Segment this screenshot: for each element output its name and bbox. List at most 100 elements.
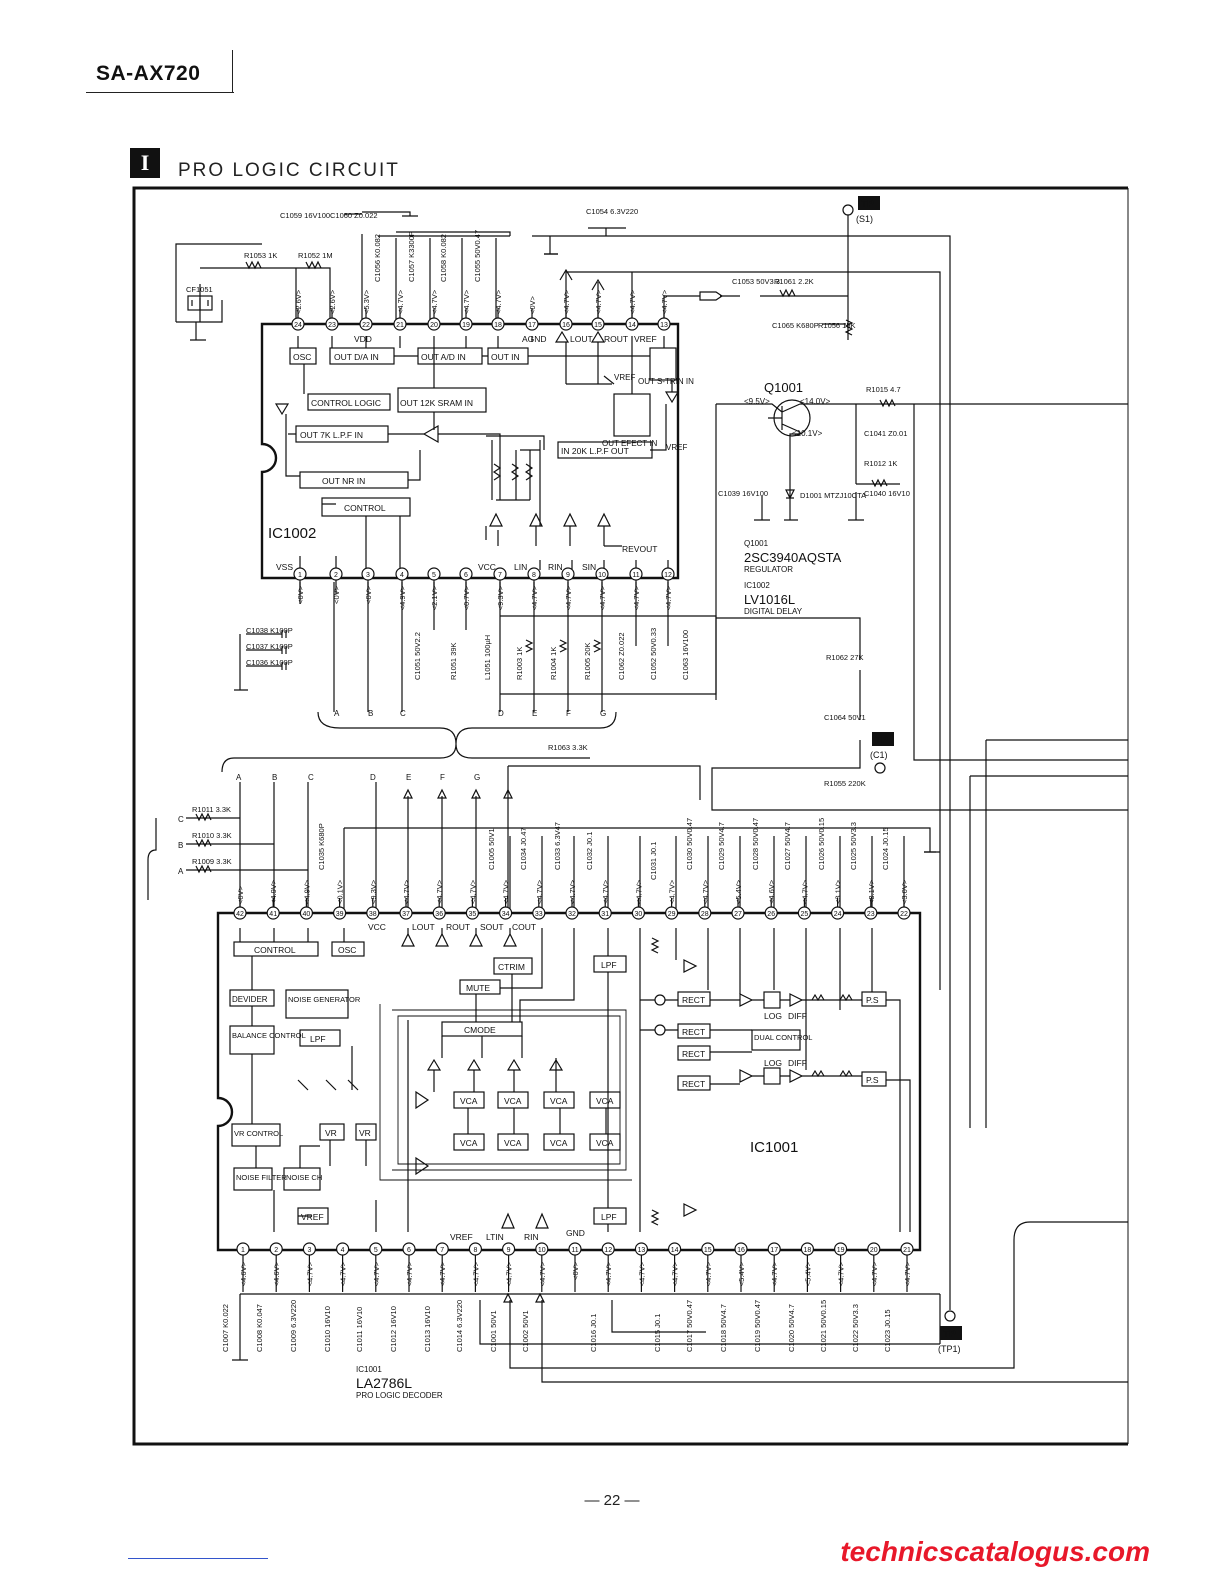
ic1002-bottom-pin-number-8: 8 bbox=[532, 572, 536, 579]
label-c1012: C1012 16V10 bbox=[389, 1306, 398, 1352]
label-c1062: C1062 Z0.022 bbox=[617, 632, 626, 680]
label-r1010: R1010 3.3K bbox=[192, 831, 232, 840]
label-c1017: C1017 50V0.47 bbox=[685, 1300, 694, 1352]
diff-label-2: DIFF bbox=[788, 1058, 807, 1068]
label-c1024: C1024 J0.15 bbox=[881, 827, 890, 870]
ic1002-top-pin-voltage-21: <4.7V> bbox=[396, 289, 405, 314]
ic1001-top-pin-voltage-29: <4.7V> bbox=[668, 879, 677, 904]
vca-label-5: VCA bbox=[460, 1138, 478, 1148]
label-c1007: C1007 K0.022 bbox=[221, 1304, 230, 1352]
rect-label-3: RECT bbox=[682, 1049, 705, 1059]
ic1002-cap-bank-wiring bbox=[378, 231, 511, 322]
ic1002-sram-block bbox=[397, 387, 487, 413]
ic1001-top-pin-number-37: 37 bbox=[402, 911, 410, 918]
ic1001-top-pin-number-42: 42 bbox=[236, 911, 244, 918]
ic1001-vcc-label: VCC bbox=[368, 922, 386, 932]
ic1002-top-pin-number-23: 23 bbox=[328, 322, 336, 329]
ic1002-bottom-pin-7 bbox=[493, 567, 507, 581]
ic1001-top-pin-voltage-22: <3.0V> bbox=[900, 879, 909, 904]
ic1002-ref: IC1002 bbox=[268, 525, 316, 542]
ic1001-top-pin-39 bbox=[333, 906, 347, 920]
ic1002-bottom-pin-number-3: 3 bbox=[366, 572, 370, 579]
ic1001-bottom-pin-voltage-12: <4.7V> bbox=[604, 1261, 613, 1286]
label-c1005: C1005 50V1 bbox=[487, 828, 496, 870]
ic1001-bottom-pin-voltage-16: <5.4V> bbox=[737, 1261, 746, 1286]
label-c1051: C1051 50V2.2 bbox=[413, 632, 422, 680]
ic1001-top-pin-voltage-31: <4.7V> bbox=[601, 879, 610, 904]
ic1001-bottom-pin-number-20: 20 bbox=[870, 1247, 878, 1254]
label-c1015: C1015 J0.1 bbox=[653, 1314, 662, 1352]
label-c1011: C1011 16V10 bbox=[355, 1307, 364, 1352]
ic1002-top-pin-voltage-23: <2.6V> bbox=[328, 289, 337, 314]
log-label-1: LOG bbox=[764, 1011, 782, 1021]
ic1001-bottom-pin-number-7: 7 bbox=[440, 1247, 444, 1254]
ic1002-bottom-wiring bbox=[239, 582, 1128, 811]
ic1001-rin-label: RIN bbox=[524, 1232, 539, 1242]
label-r1009: R1009 3.3K bbox=[192, 857, 232, 866]
ic1001-top-pin-number-36: 36 bbox=[435, 911, 443, 918]
ic1001-mute-block bbox=[459, 979, 501, 995]
tp-tp1 bbox=[944, 1310, 956, 1322]
ic1002-top-pin-22 bbox=[359, 317, 373, 331]
ic1001-bottom-pin-18 bbox=[800, 1242, 815, 1256]
ic1002-bottom-pin-voltage-6: <0.7V> bbox=[462, 585, 471, 610]
bus-link bbox=[221, 743, 590, 773]
r1009-r1011-inputs bbox=[147, 812, 308, 900]
ic1001-bottom-pin-13 bbox=[634, 1242, 649, 1256]
arrow-pin-9-10 bbox=[503, 1292, 545, 1303]
bus-letter-bottom-C: C bbox=[308, 773, 314, 782]
ic1001-vca-bus bbox=[379, 1004, 632, 1181]
ic1002-top-pin-voltage-22: <5.3V> bbox=[362, 289, 371, 314]
ic1001-bottom-pin-15 bbox=[701, 1242, 715, 1256]
ic1001-bottom-pin-8 bbox=[468, 1242, 482, 1256]
ic1002-bottom-pin-number-2: 2 bbox=[334, 572, 338, 579]
ic1001-bottom-pin-voltage-8: <4.7V> bbox=[471, 1261, 480, 1286]
q1001-ref: Q1001 bbox=[764, 380, 803, 395]
ic1001-bottom-pin-2 bbox=[269, 1242, 283, 1256]
ic1001-top-pin-number-38: 38 bbox=[369, 911, 377, 918]
label-c1037: C1037 K100P bbox=[246, 642, 293, 651]
ic1001-bottom-pin-voltage-15: <4.7V> bbox=[704, 1261, 713, 1286]
ic1001-bottom-pin-voltage-6: <4.7V> bbox=[405, 1261, 414, 1286]
ic1001-top-pin-27 bbox=[731, 906, 745, 920]
ic1001-top-pin-32 bbox=[565, 906, 579, 920]
ic1001-top-pin-voltage-42: <0V> bbox=[236, 885, 245, 904]
label-r1061: R1061 2.2K bbox=[774, 277, 814, 286]
tp-tp1-badge: TP bbox=[943, 1329, 956, 1340]
label-c1010: C1010 16V10 bbox=[323, 1306, 332, 1352]
ic1001-bottom-pin-4 bbox=[336, 1242, 350, 1256]
ic1001-bottom-pin-number-1: 1 bbox=[241, 1247, 245, 1254]
ic1002-bottom-pin-voltage-11: <4.7V> bbox=[632, 585, 641, 610]
bus-letter-top-E: E bbox=[532, 709, 537, 718]
ic1001-noise-filter-block bbox=[233, 1167, 273, 1191]
ic1001-switches bbox=[297, 1079, 359, 1091]
ic1001-caption-ref: IC1001 bbox=[356, 1365, 382, 1374]
ic1001-top-pin-number-34: 34 bbox=[502, 911, 510, 918]
vca-label-1: VCA bbox=[460, 1096, 478, 1106]
bus-letter-top-A: A bbox=[334, 709, 340, 718]
ic1002-top-pin-24 bbox=[291, 317, 305, 331]
label-c1030: C1030 50V0.47 bbox=[685, 818, 694, 870]
label-c1036: C1036 K100P bbox=[246, 658, 293, 667]
label-c1035: C1035 K680P bbox=[317, 823, 326, 870]
ic1002-top-pin-voltage-13: <4.7V> bbox=[660, 289, 669, 314]
ic1001-log-block-1 bbox=[763, 991, 781, 1009]
ic1002-top-pin-17 bbox=[525, 317, 539, 331]
ic1002-sin-label: SIN bbox=[582, 562, 596, 572]
vca-label-2: VCA bbox=[504, 1096, 522, 1106]
ic1002-bottom-pin-3 bbox=[361, 567, 375, 581]
ic1002-rout-label: ROUT bbox=[604, 334, 628, 344]
label-c1022: C1022 50V3.3 bbox=[851, 1304, 860, 1352]
site-watermark[interactable]: technicscatalogus.com bbox=[840, 1536, 1150, 1567]
ic1002-bottom-pin-number-5: 5 bbox=[432, 572, 436, 579]
ic1001-bottom-pin-voltage-9: <4.7V> bbox=[505, 1261, 514, 1286]
ic1002-output-wiring bbox=[565, 210, 941, 990]
label-r1012: R1012 1K bbox=[864, 459, 897, 468]
rect-label-4: RECT bbox=[682, 1079, 705, 1089]
ic1001-bottom-pin-voltage-2: <4.6V> bbox=[272, 1261, 281, 1286]
ic1001-top-pin-voltage-37: <4.7V> bbox=[402, 879, 411, 904]
label-c1052: C1052 50V0.33 bbox=[649, 628, 658, 680]
q1001-caption-part: 2SC3940AQSTA bbox=[744, 550, 842, 565]
ic1001-caption-desc: PRO LOGIC DECODER bbox=[356, 1391, 443, 1400]
